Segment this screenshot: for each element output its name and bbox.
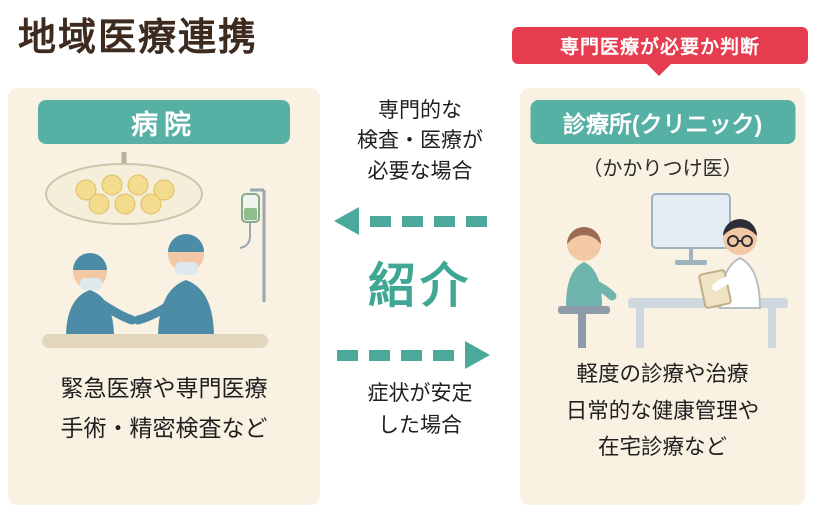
hospital-header: 病院 <box>38 100 290 144</box>
to-clinic-condition: 症状が安定 した場合 <box>325 378 515 441</box>
referral-arrow-to-hospital <box>334 207 487 235</box>
arrow-right-head-icon <box>465 341 490 369</box>
clinic-description-line: 在宅診療など <box>597 435 727 460</box>
referral-label: 紹介 <box>367 260 472 313</box>
doctor-consultation-illustration <box>558 193 788 348</box>
clinic-description-line: 軽度の診療や治療 <box>576 362 749 386</box>
hospital-panel: 病院 <box>8 88 320 505</box>
to-hospital-condition: 専門的な 検査・医療が 必要な場合 <box>325 96 515 187</box>
clinic-description: 軽度の診療や治療 日常的な健康管理や 在宅診療など <box>520 356 805 466</box>
to-hospital-condition-line: 必要な場合 <box>367 159 473 183</box>
to-clinic-condition-line: した場合 <box>378 413 462 437</box>
decision-badge-label: 専門医療が必要か判断 <box>559 37 760 58</box>
to-hospital-condition-line: 専門的な <box>378 99 462 122</box>
clinic-subtitle: （かかりつけ医） <box>582 158 743 180</box>
clinic-header: 診療所(クリニック) <box>530 100 795 144</box>
hospital-description: 緊急医療や専門医療 手術・精密検査など <box>8 368 320 449</box>
arrow-left-head-icon <box>334 207 359 235</box>
clinic-description-line: 日常的な健康管理や <box>565 398 760 423</box>
to-clinic-condition-line: 症状が安定 <box>367 382 473 405</box>
page-title: 地域医療連携 <box>18 17 259 59</box>
decision-badge: 専門医療が必要か判断 <box>512 27 808 64</box>
hospital-description-line: 手術・精密検査など <box>60 415 268 442</box>
surgery-illustration <box>42 152 268 348</box>
to-hospital-condition-line: 検査・医療が <box>357 129 483 153</box>
clinic-panel: 診療所(クリニック) （かかりつけ医） <box>520 88 805 505</box>
badge-pointer-triangle <box>645 62 673 76</box>
referral-arrow-to-clinic <box>337 341 490 369</box>
hospital-description-line: 緊急医療や専門医療 <box>60 375 268 401</box>
